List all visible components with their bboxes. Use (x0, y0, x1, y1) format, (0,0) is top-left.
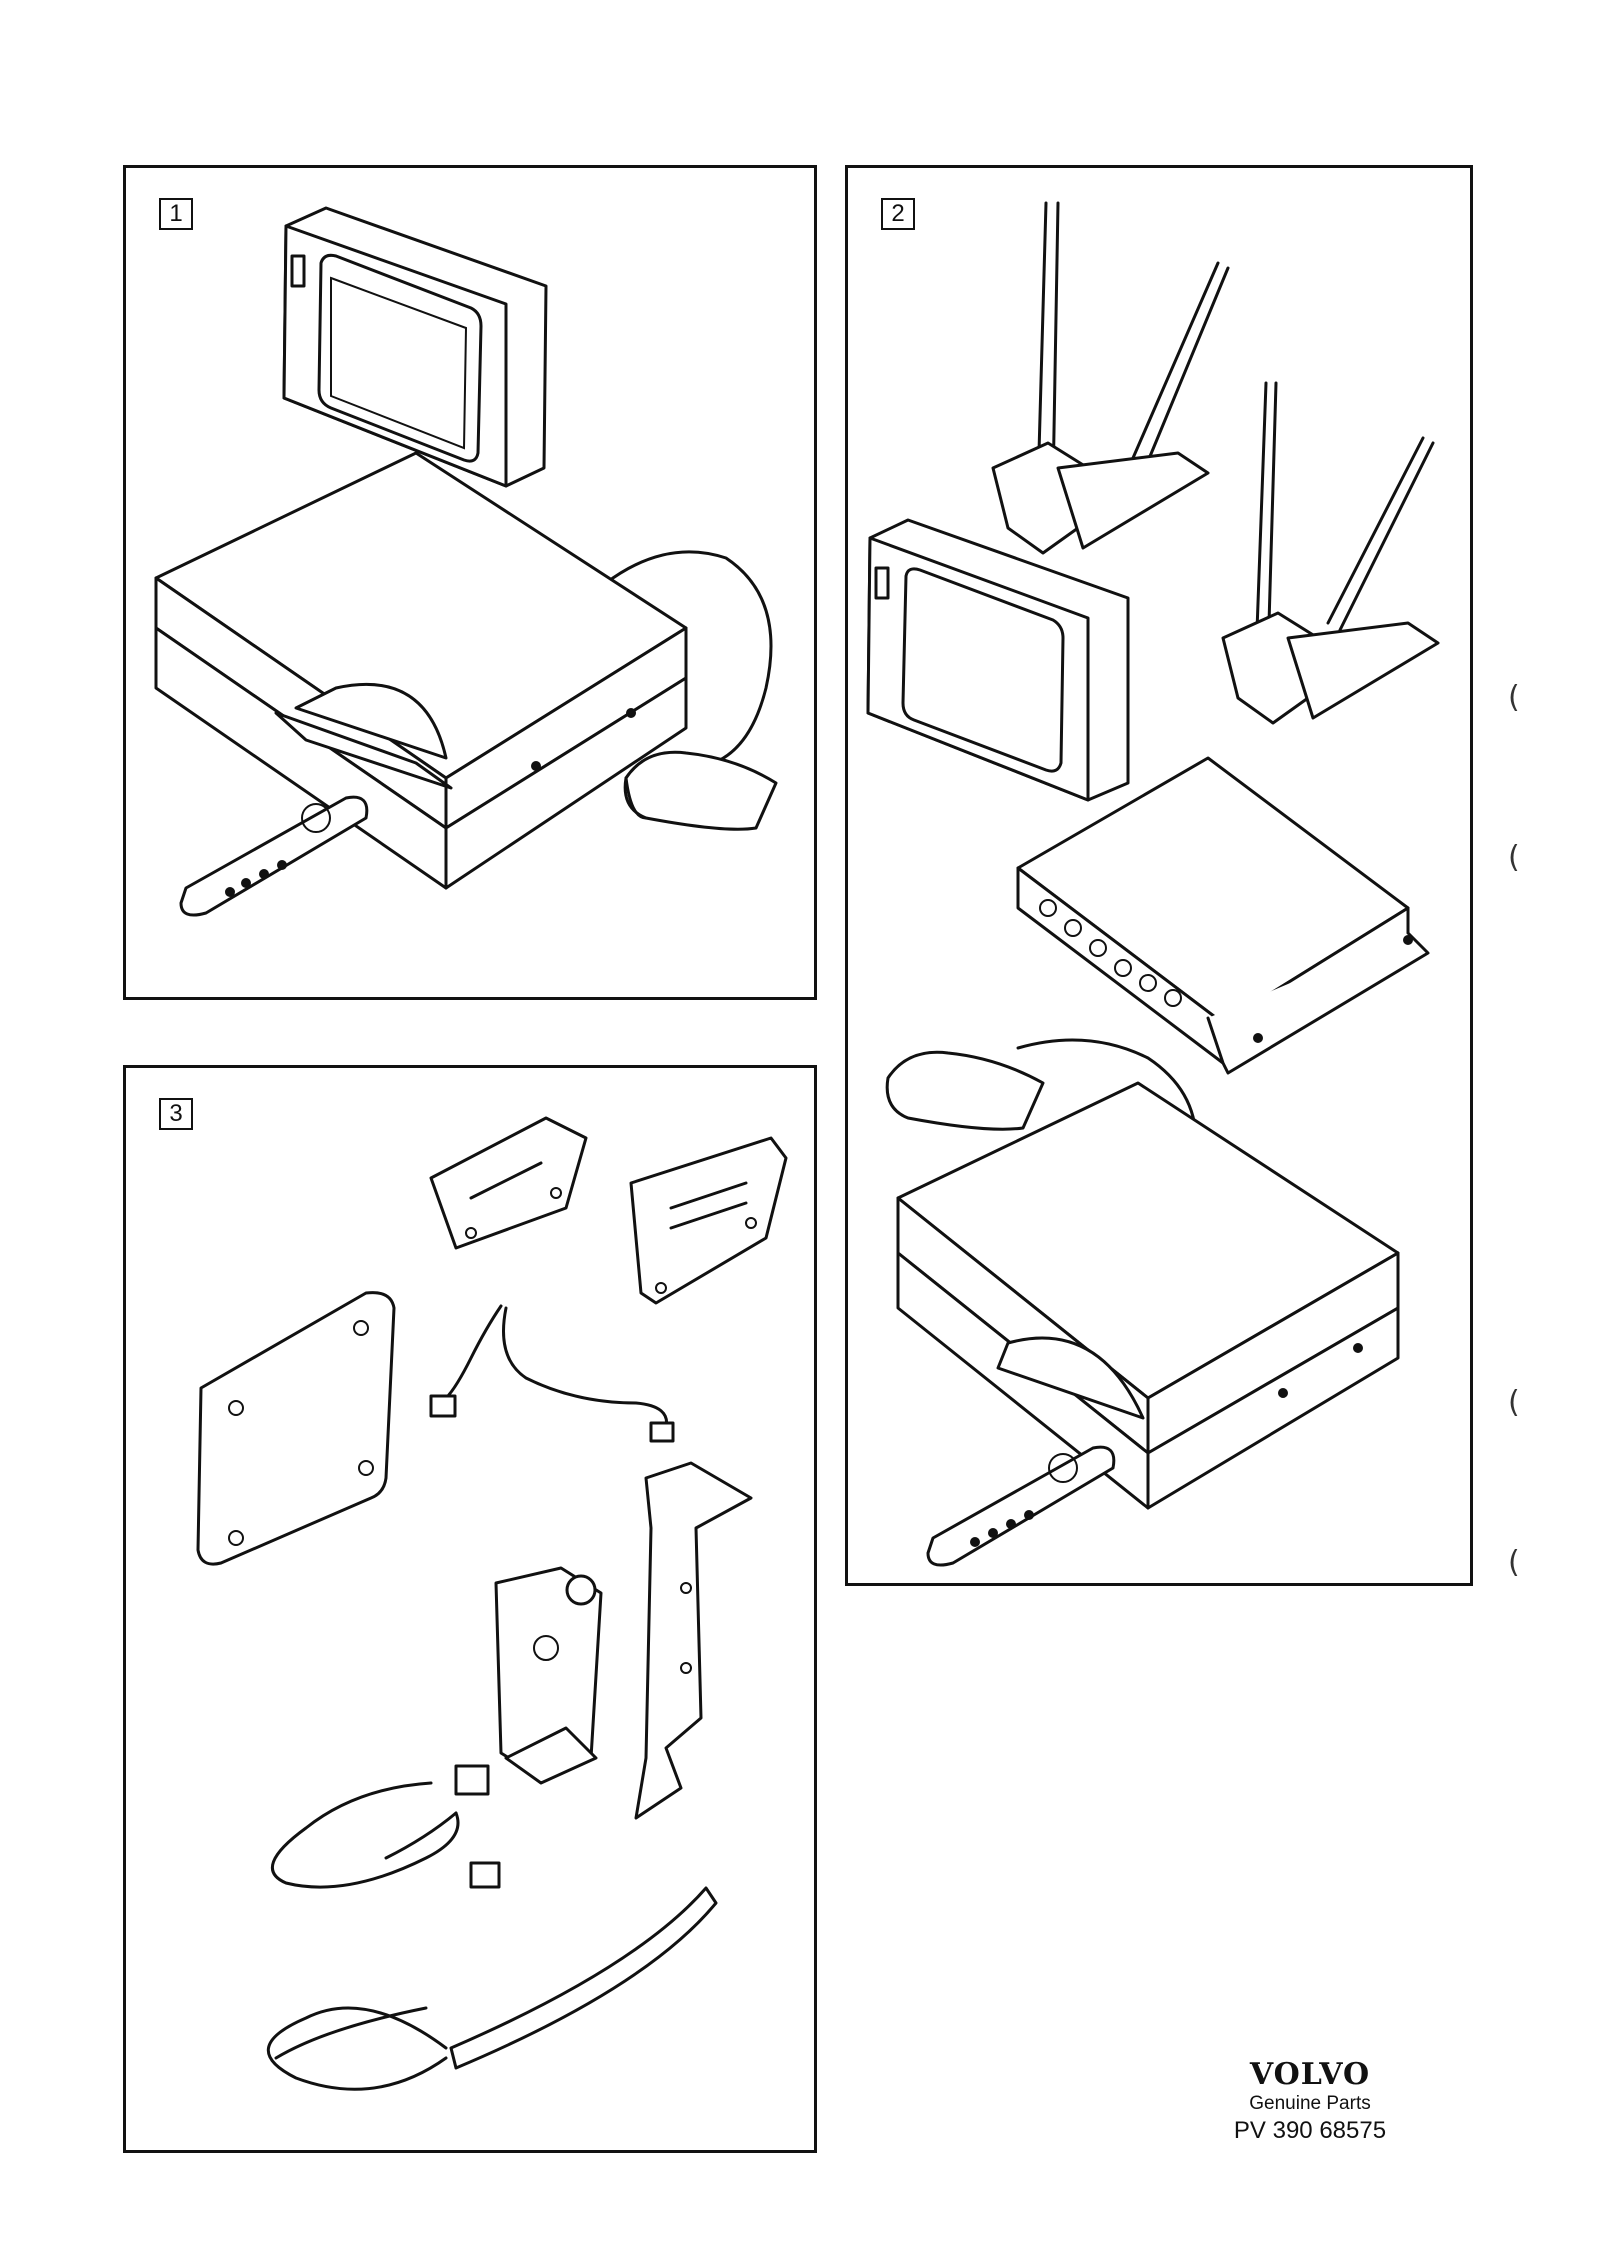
brand-block: VOLVO Genuine Parts PV 390 68575 (1210, 2058, 1410, 2146)
volvo-logo: VOLVO (1249, 2057, 1371, 2092)
part-number: PV 390 68575 (1233, 2117, 1387, 2144)
tv-antenna-icon (1221, 381, 1440, 725)
gps-antenna-icon (623, 750, 778, 831)
remote-control-icon (179, 795, 369, 917)
panel-1: 1 (123, 165, 817, 1000)
monitor-icon (282, 206, 548, 488)
mounting-plate-icon (196, 1291, 396, 1566)
panel-3-illustration (196, 1116, 788, 2091)
cable-harness-icon (429, 1304, 675, 1443)
panel-2-illustration (866, 201, 1440, 1567)
panel-number-3: 3 (159, 1098, 193, 1130)
panel-number-1: 1 (159, 198, 193, 230)
dvd-player-icon (154, 451, 773, 890)
panel-number-2: 2 (881, 198, 915, 230)
dvd-player-icon (896, 1081, 1400, 1510)
cable-harness-icon (270, 1764, 501, 1889)
bracket-icon (429, 1116, 588, 1250)
binder-hole-mark: ( (1508, 1385, 1520, 1420)
brand-tagline: Genuine Parts (1249, 2093, 1371, 2114)
binder-hole-mark: ( (1508, 1545, 1520, 1580)
binder-hole-mark: ( (1508, 680, 1520, 715)
bracket-icon (629, 1136, 788, 1305)
bracket-icon (634, 1461, 753, 1820)
binder-hole-mark: ( (1508, 840, 1520, 875)
panel-1-illustration (154, 206, 778, 917)
remote-control-icon (926, 1445, 1116, 1567)
panel-3: 3 (123, 1065, 817, 2153)
tv-tuner-box-icon (1016, 756, 1430, 1075)
cable-harness-icon (266, 1886, 718, 2091)
monitor-icon (866, 518, 1130, 802)
tv-antenna-icon (991, 201, 1230, 555)
panel-2: 2 (845, 165, 1473, 1586)
bracket-icon (494, 1566, 603, 1785)
